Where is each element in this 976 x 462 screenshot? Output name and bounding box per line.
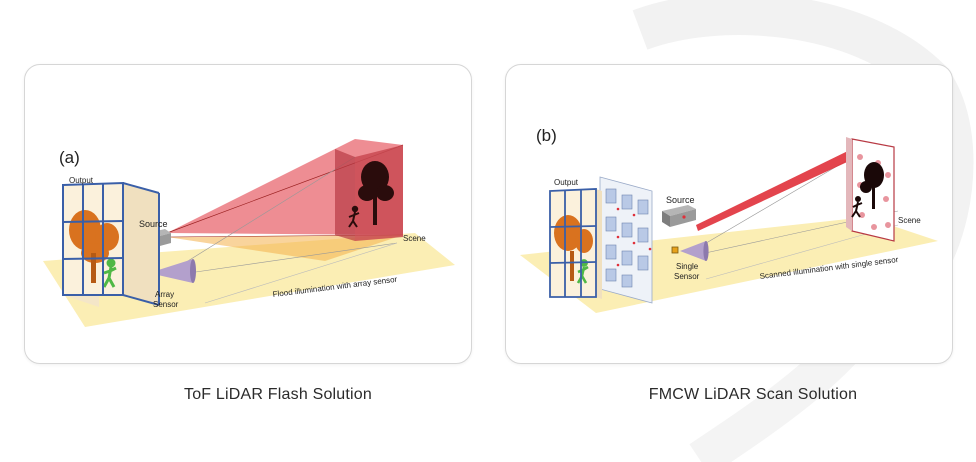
- scene-person: [348, 205, 360, 228]
- sensor-label-line1: Single: [676, 262, 699, 271]
- return-ray: [204, 242, 398, 304]
- scene-board: [846, 137, 895, 242]
- sensor-label-line2: Sensor: [674, 272, 700, 281]
- source-label: Source: [666, 195, 695, 205]
- scene-label: Scene: [403, 234, 426, 243]
- output-grid: [62, 181, 160, 307]
- scan-grid: [599, 176, 653, 304]
- source-emitter: [662, 205, 696, 227]
- scene-side: [335, 149, 355, 241]
- scan-lidar-diagram: (b) Output Source Single Sensor Scene Sc…: [520, 126, 938, 313]
- single-sensor: [671, 246, 679, 254]
- sensor-label-line1: Array: [155, 290, 174, 299]
- return-ray: [174, 156, 356, 270]
- lens-cone-face: [703, 241, 709, 261]
- panel-tag: (b): [536, 126, 557, 145]
- scene-label: Scene: [898, 216, 921, 225]
- output-label: Output: [554, 178, 579, 187]
- caption-flash: ToF LiDAR Flash Solution: [184, 386, 372, 403]
- sensor-label-line2: Sensor: [153, 300, 179, 309]
- return-ray: [174, 242, 398, 276]
- output-grid: [549, 188, 602, 299]
- illumination-beam-lower: [167, 235, 403, 261]
- caption-scan: FMCW LiDAR Scan Solution: [648, 386, 858, 403]
- lens-cone-face: [190, 259, 196, 283]
- scene-tree: [358, 161, 394, 225]
- output-label: Output: [69, 176, 94, 185]
- source-label: Source: [139, 219, 168, 229]
- return-ray: [695, 154, 857, 250]
- flash-lidar-diagram: (a) Output Source Array Sensor Scene Flo…: [43, 139, 455, 327]
- scan-beam: [696, 147, 858, 231]
- flash-lidar-panel: (a) Output Source Array Sensor Scene Flo…: [24, 64, 472, 364]
- lens-cone: [149, 259, 193, 283]
- scan-lidar-panel: (b) Output Source Single Sensor Scene Sc…: [505, 64, 953, 364]
- panel-tag: (a): [59, 148, 80, 167]
- lens-cone: [680, 241, 706, 261]
